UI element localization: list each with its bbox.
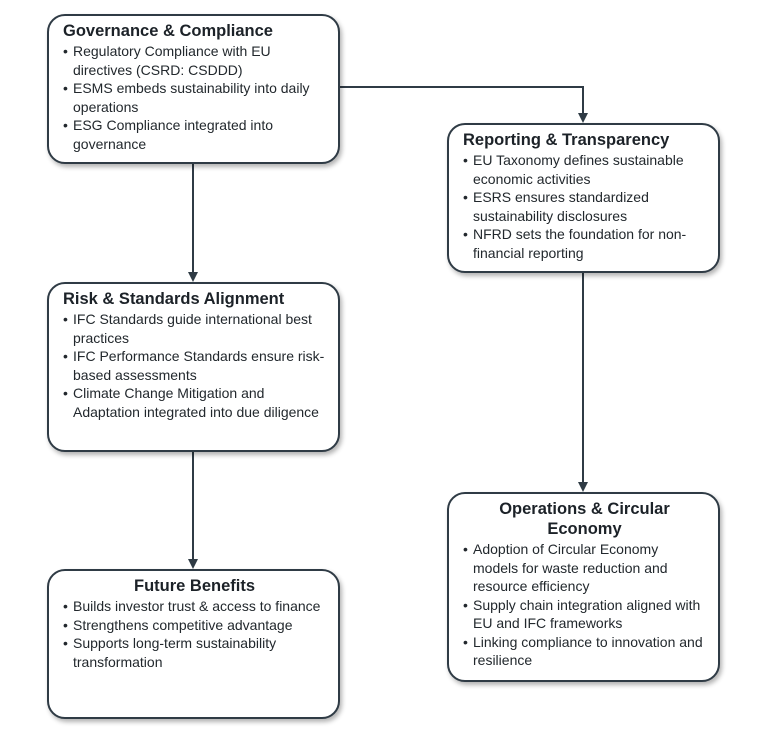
governance-compliance-box: Governance & Compliance Regulatory Compl… — [47, 14, 340, 164]
bullet-item: Linking compliance to innovation and res… — [463, 633, 706, 670]
bullet-list: EU Taxonomy defines sustainable economic… — [463, 151, 706, 262]
bullet-item: Adoption of Circular Economy models for … — [463, 540, 706, 596]
box-title: Future Benefits — [133, 577, 255, 595]
box-title: Governance & Compliance — [63, 22, 273, 40]
risk-standards-box: Risk & Standards Alignment IFC Standards… — [47, 282, 340, 452]
box-title: Reporting & Transparency — [463, 131, 670, 149]
bullet-list: Builds investor trust & access to financ… — [63, 597, 326, 671]
bullet-item: ESMS embeds sustainability into daily op… — [63, 79, 326, 116]
bullet-item: Supports long-term sustainability transf… — [63, 634, 326, 671]
future-benefits-box: Future Benefits Builds investor trust & … — [47, 569, 340, 719]
bullet-list: Regulatory Compliance with EU directives… — [63, 42, 326, 153]
bullet-list: IFC Standards guide international best p… — [63, 310, 326, 421]
bullet-item: Strengthens competitive advantage — [63, 616, 326, 635]
bullet-item: ESRS ensures standardized sustainability… — [463, 188, 706, 225]
bullet-item: NFRD sets the foundation for non-financi… — [463, 225, 706, 262]
bullet-item: IFC Performance Standards ensure risk-ba… — [63, 347, 326, 384]
bullet-item: ESG Compliance integrated into governanc… — [63, 116, 326, 153]
bullet-item: Climate Change Mitigation and Adaptation… — [63, 384, 326, 421]
bullet-item: Regulatory Compliance with EU directives… — [63, 42, 326, 79]
arrow-governance-to-reporting — [340, 86, 588, 123]
box-title: Risk & Standards Alignment — [63, 290, 285, 308]
bullet-list: Adoption of Circular Economy models for … — [463, 540, 706, 670]
bullet-item: EU Taxonomy defines sustainable economic… — [463, 151, 706, 188]
bullet-item: Builds investor trust & access to financ… — [63, 597, 326, 616]
box-title: Operations & Circular Economy — [499, 500, 670, 538]
reporting-transparency-box: Reporting & Transparency EU Taxonomy def… — [447, 123, 720, 273]
bullet-item: IFC Standards guide international best p… — [63, 310, 326, 347]
bullet-item: Supply chain integration aligned with EU… — [463, 596, 706, 633]
operations-circular-economy-box: Operations & Circular Economy Adoption o… — [447, 492, 720, 682]
